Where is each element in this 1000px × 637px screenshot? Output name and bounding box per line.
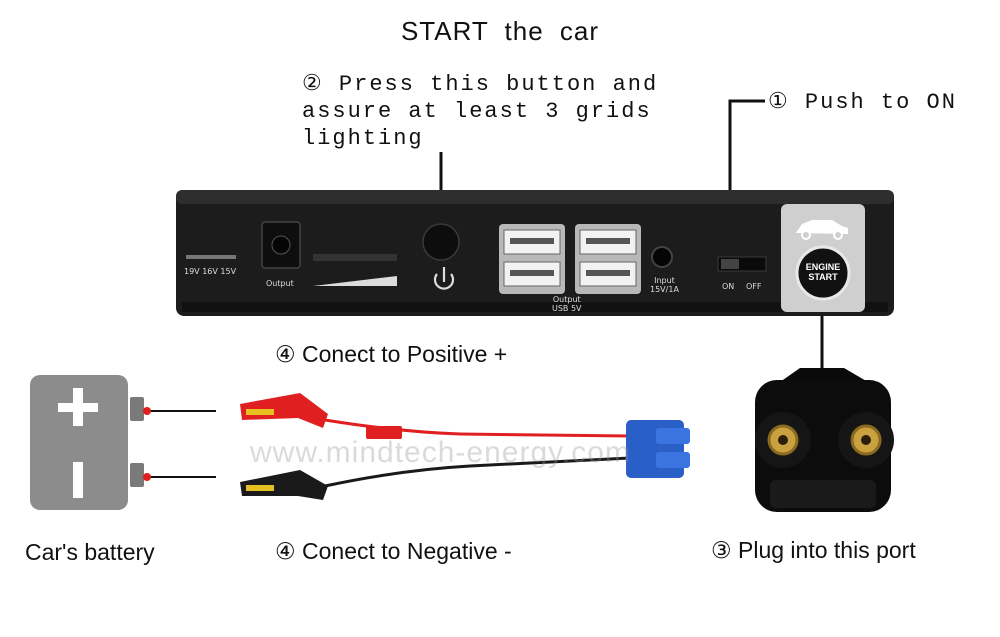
switch-off-label: OFF [746,282,762,291]
car-battery [30,375,144,510]
switch-on-label: ON [722,282,734,291]
port-closeup [755,368,894,512]
power-bank-device [176,190,894,316]
input-label: Input 15V/1A [650,276,679,294]
step-plug-port-label: ③ Plug into this port [711,537,916,564]
power-button [423,224,459,260]
voltage-labels: 19V 16V 15V [184,267,236,276]
step-positive-label: ④ Conect to Positive + [275,341,507,368]
input-port [652,247,672,267]
step-negative-label: ④ Conect to Negative - [275,538,512,565]
watermark: www.mindtech-energy.com [250,436,631,470]
engine-start-text: ENGINE START [802,262,844,282]
black-clamp [240,470,328,500]
usb-output-label: Output USB 5V [552,295,582,313]
battery-level-grids [313,254,397,261]
battery-negative-terminal [130,463,144,487]
minus-icon [73,462,83,498]
output-label: Output [266,279,294,288]
red-clamp [240,393,328,428]
battery-label: Car's battery [25,539,155,566]
battery-positive-terminal [130,397,144,421]
voltage-indicator [186,255,236,259]
ec5-connector [626,420,690,478]
